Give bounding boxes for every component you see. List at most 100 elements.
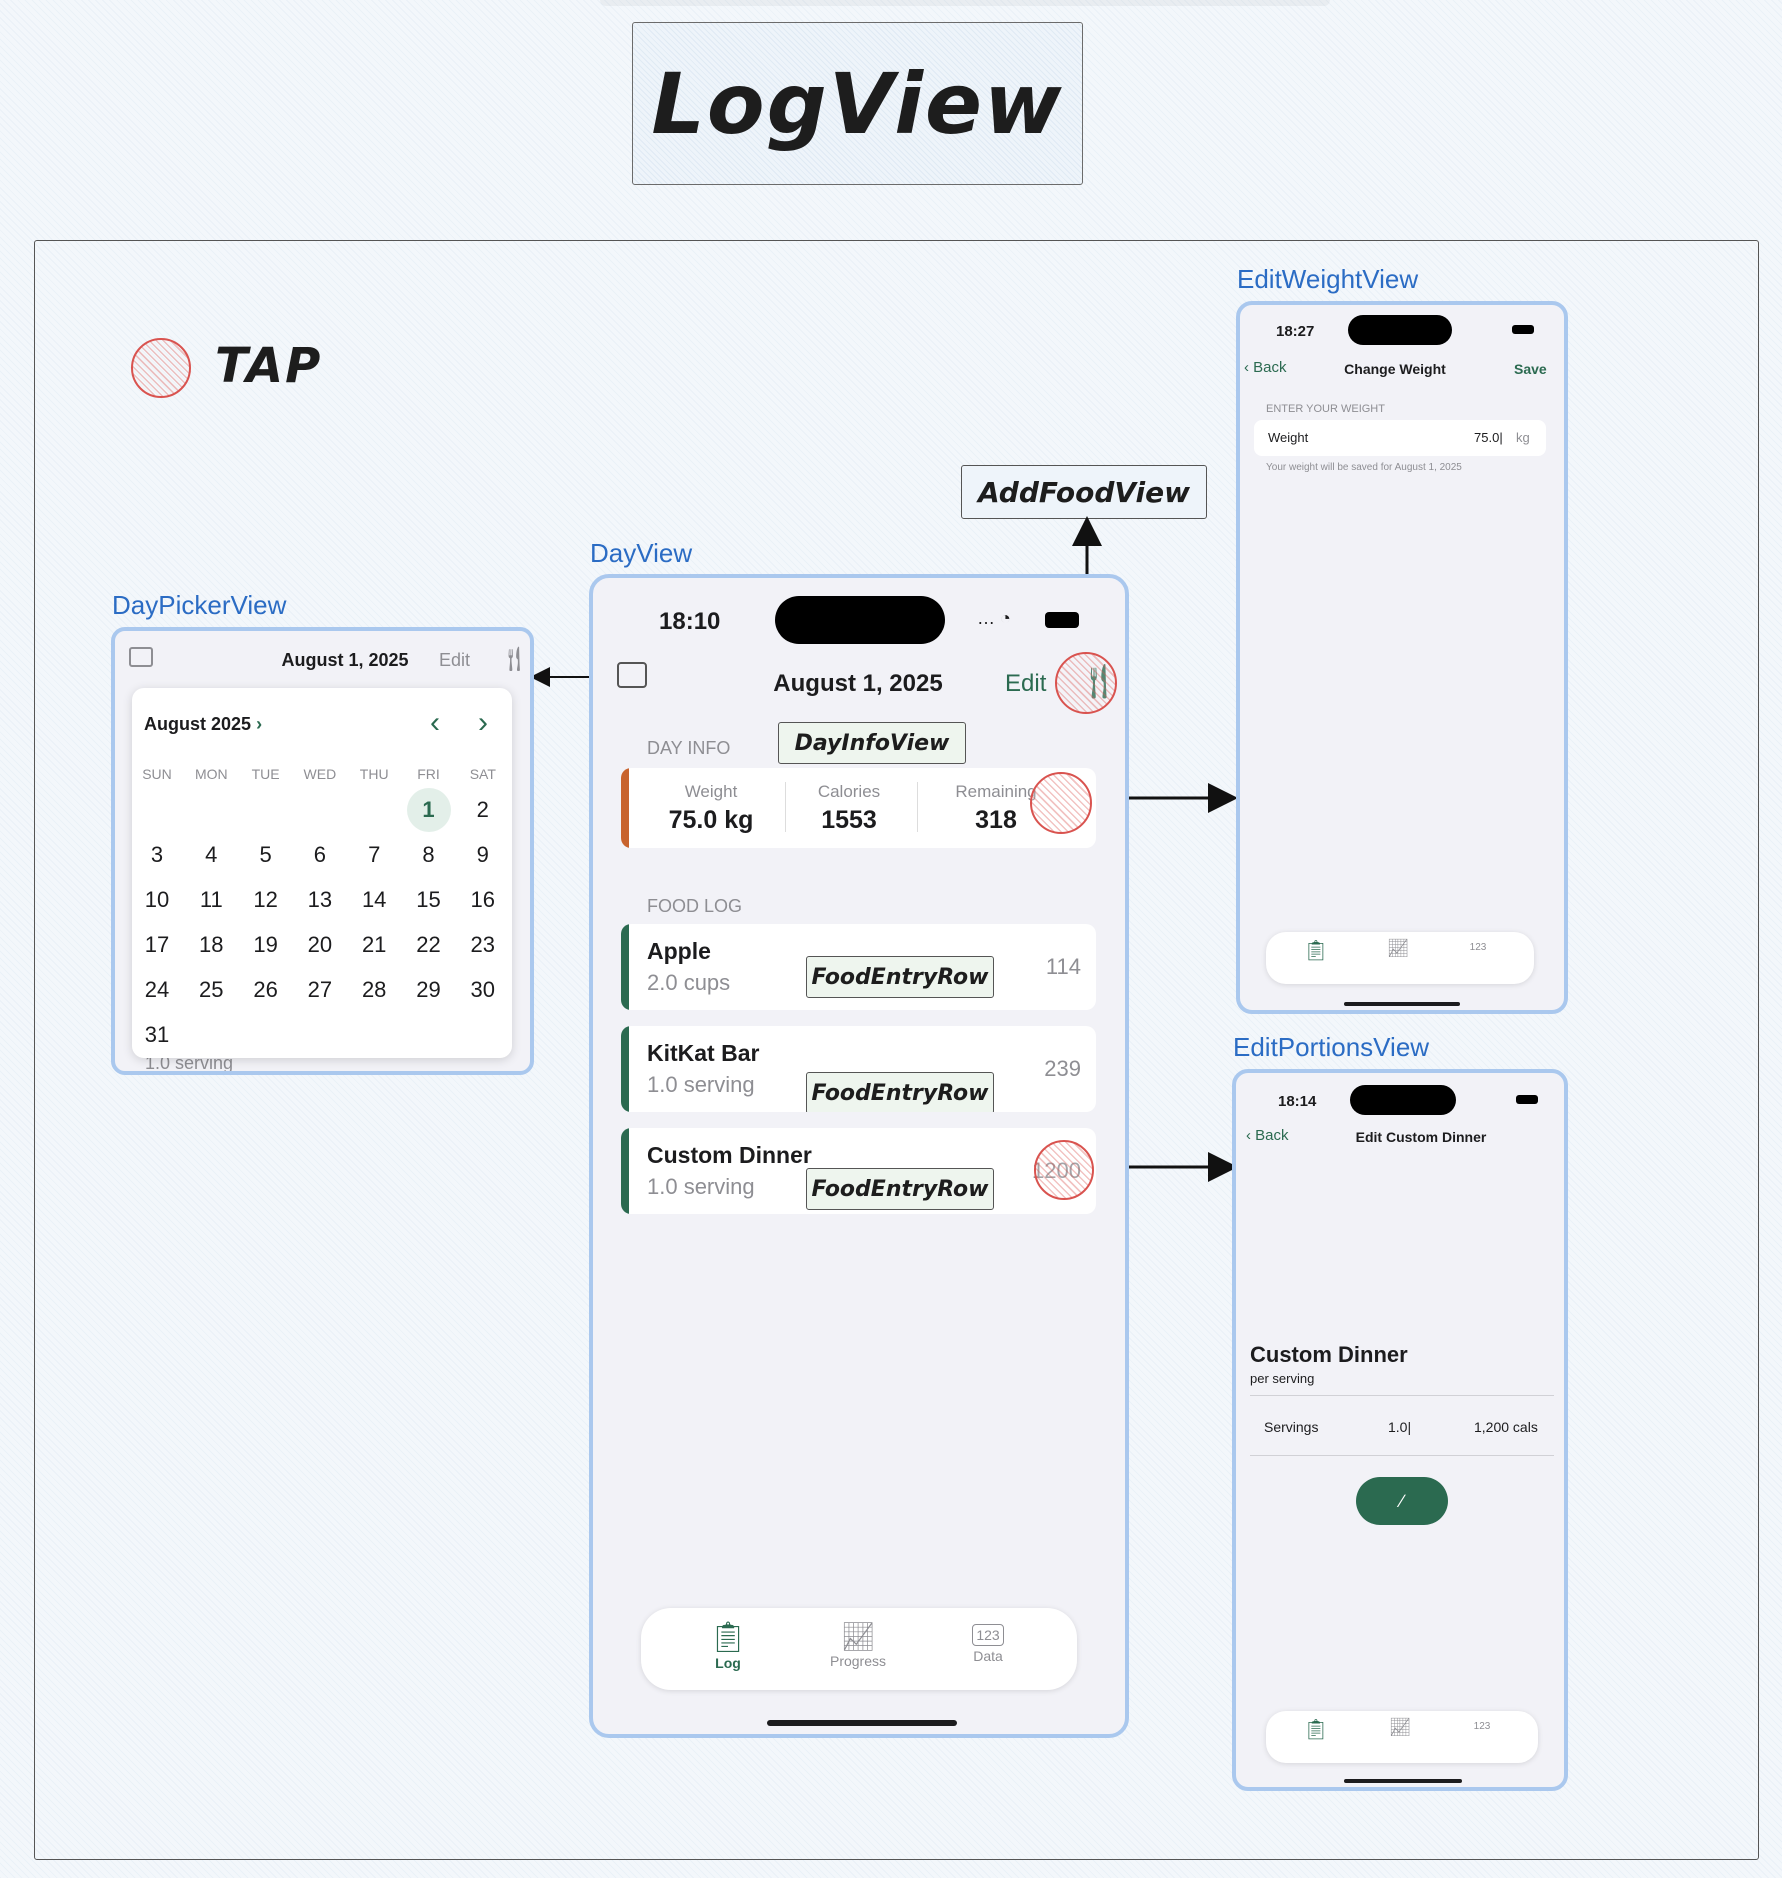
- home-indicator: [1344, 1002, 1460, 1006]
- calendar-day[interactable]: 31: [144, 1022, 170, 1047]
- tab-data[interactable]: 123: [1469, 942, 1487, 953]
- tab-progress-label: Progress: [829, 1653, 887, 1669]
- tab-progress[interactable]: 📈︎: [1388, 1717, 1412, 1737]
- day-info-card[interactable]: Weight 75.0 kg Calories 1553 Remaining 3…: [621, 768, 1096, 848]
- add-food-view-box: AddFoodView: [961, 465, 1207, 519]
- calendar-icon[interactable]: [617, 662, 647, 688]
- tab-bar: 📋︎ 📈︎ 123: [1266, 932, 1534, 984]
- dynamic-island: [775, 596, 945, 644]
- calendar-day[interactable]: 14: [361, 887, 387, 912]
- calendar-day[interactable]: 5: [259, 842, 272, 867]
- calendar-day[interactable]: 13: [307, 887, 333, 912]
- remaining-label: Remaining: [955, 782, 1037, 801]
- food-portion: 1.0 serving: [647, 1072, 755, 1097]
- weekday-header: WED: [303, 766, 337, 782]
- calendar-day[interactable]: 8: [422, 842, 435, 867]
- month-label[interactable]: August 2025 ›: [144, 714, 263, 734]
- calendar-day[interactable]: 12: [253, 887, 278, 912]
- next-month-icon[interactable]: ›: [478, 706, 488, 739]
- tab-data-label: Data: [973, 1648, 1003, 1664]
- tab-log[interactable]: 📋︎: [1303, 1719, 1329, 1741]
- dynamic-island: [1348, 315, 1452, 345]
- back-button[interactable]: ‹ Back: [1246, 1127, 1289, 1144]
- calendar-day[interactable]: 10: [144, 887, 170, 912]
- calendar-day-selected[interactable]: 1: [406, 788, 451, 832]
- fork-knife-icon[interactable]: 🍴︎: [499, 646, 530, 673]
- tab-data[interactable]: 123: [1473, 1721, 1491, 1732]
- section-header: ENTER YOUR WEIGHT: [1266, 403, 1385, 415]
- weekday-header: SUN: [142, 766, 172, 782]
- servings-input[interactable]: 1.0|: [1388, 1419, 1412, 1435]
- nav-title: Change Weight: [1344, 361, 1446, 377]
- day-info-view-annotation: DayInfoView: [778, 722, 966, 764]
- calendar-day[interactable]: 18: [199, 932, 224, 957]
- calendar-day[interactable]: 2: [476, 797, 489, 822]
- day-info-header: DAY INFO: [647, 738, 731, 758]
- calendar-day[interactable]: 21: [361, 932, 387, 957]
- calendar-day[interactable]: 29: [416, 977, 441, 1002]
- calendar-day[interactable]: 17: [144, 932, 170, 957]
- home-indicator: [1344, 1779, 1462, 1783]
- weekday-header: SAT: [469, 766, 496, 782]
- numbers-icon: 123: [972, 1624, 1004, 1646]
- unit-label: kg: [1516, 430, 1530, 445]
- calendar-day[interactable]: 28: [361, 977, 387, 1002]
- day-picker-edit[interactable]: Edit: [439, 650, 471, 670]
- battery-icon: [1516, 1095, 1538, 1104]
- calendar-day[interactable]: 15: [416, 887, 441, 912]
- food-entry-row[interactable]: KitKat Bar 1.0 serving 239 FoodEntryRow: [621, 1026, 1096, 1112]
- pencil-edit-button[interactable]: ∕: [1356, 1477, 1448, 1525]
- food-entry-accent-bar: [621, 924, 629, 1010]
- tab-progress[interactable]: 📈︎: [1386, 938, 1410, 958]
- food-name: Apple: [647, 938, 711, 964]
- tab-log[interactable]: 📋︎ Log: [693, 1620, 763, 1671]
- divider: [1250, 1395, 1554, 1396]
- calendar-day[interactable]: 4: [205, 842, 218, 867]
- weight-label: Weight: [684, 782, 738, 801]
- day-view-phone: 18:10 … ◔ August 1, 2025 Edit 🍴︎ DAY INF…: [589, 574, 1129, 1738]
- battery-icon: [1045, 612, 1079, 628]
- calendar-day[interactable]: 20: [307, 932, 333, 957]
- calendar-day[interactable]: 19: [253, 932, 278, 957]
- calendar-day[interactable]: 30: [470, 977, 496, 1002]
- tab-progress[interactable]: 📈︎ Progress: [813, 1620, 903, 1669]
- food-calories: 114: [1045, 954, 1081, 979]
- edit-button[interactable]: Edit: [1005, 670, 1047, 697]
- calendar-day[interactable]: 26: [253, 977, 278, 1002]
- tap-marker-add-food: [1055, 652, 1117, 714]
- day-view-label: DayView: [590, 538, 693, 568]
- food-entry-row[interactable]: Custom Dinner 1.0 serving 1200 FoodEntry…: [621, 1128, 1096, 1214]
- calendar-day[interactable]: 16: [470, 887, 496, 912]
- calendar-day[interactable]: 23: [470, 932, 496, 957]
- divider: [1250, 1455, 1554, 1456]
- calendar-day[interactable]: 3: [150, 842, 164, 867]
- food-entry-row-annotation: FoodEntryRow: [806, 1072, 994, 1112]
- food-entry-row[interactable]: Apple 2.0 cups 114 FoodEntryRow: [621, 924, 1096, 1010]
- previous-month-icon[interactable]: ‹: [430, 706, 440, 739]
- food-entry-row-annotation: FoodEntryRow: [806, 956, 994, 998]
- food-name: Custom Dinner: [647, 1142, 812, 1168]
- tab-data[interactable]: 123 Data: [953, 1620, 1023, 1664]
- calendar-icon[interactable]: [129, 647, 153, 667]
- food-portion: 1.0 serving: [647, 1174, 755, 1199]
- diagram-frame: [34, 240, 1759, 1860]
- calendar-day[interactable]: 7: [368, 842, 381, 867]
- diagram-title: LogView: [651, 54, 1064, 153]
- calendar-day[interactable]: 11: [199, 887, 223, 912]
- home-indicator: [767, 1720, 957, 1726]
- tab-log[interactable]: 📋︎: [1303, 940, 1329, 962]
- weight-input[interactable]: 75.0|: [1474, 430, 1503, 445]
- weight-value[interactable]: 75.0 kg: [668, 806, 754, 834]
- back-button[interactable]: ‹ Back: [1244, 359, 1287, 376]
- save-button[interactable]: Save: [1514, 361, 1547, 377]
- calendar-day[interactable]: 6: [313, 842, 327, 867]
- day-picker-view-label: DayPickerView: [112, 590, 287, 620]
- calendar-day[interactable]: 9: [476, 842, 489, 867]
- calendar-day[interactable]: 25: [199, 977, 224, 1002]
- calendar-day[interactable]: 24: [144, 977, 170, 1002]
- tap-legend-label: TAP: [215, 338, 323, 394]
- tab-bar: 📋︎ 📈︎ 123: [1266, 1711, 1538, 1763]
- calendar-day[interactable]: 27: [307, 977, 333, 1002]
- divider: [785, 782, 786, 832]
- calendar-day[interactable]: 22: [416, 932, 441, 957]
